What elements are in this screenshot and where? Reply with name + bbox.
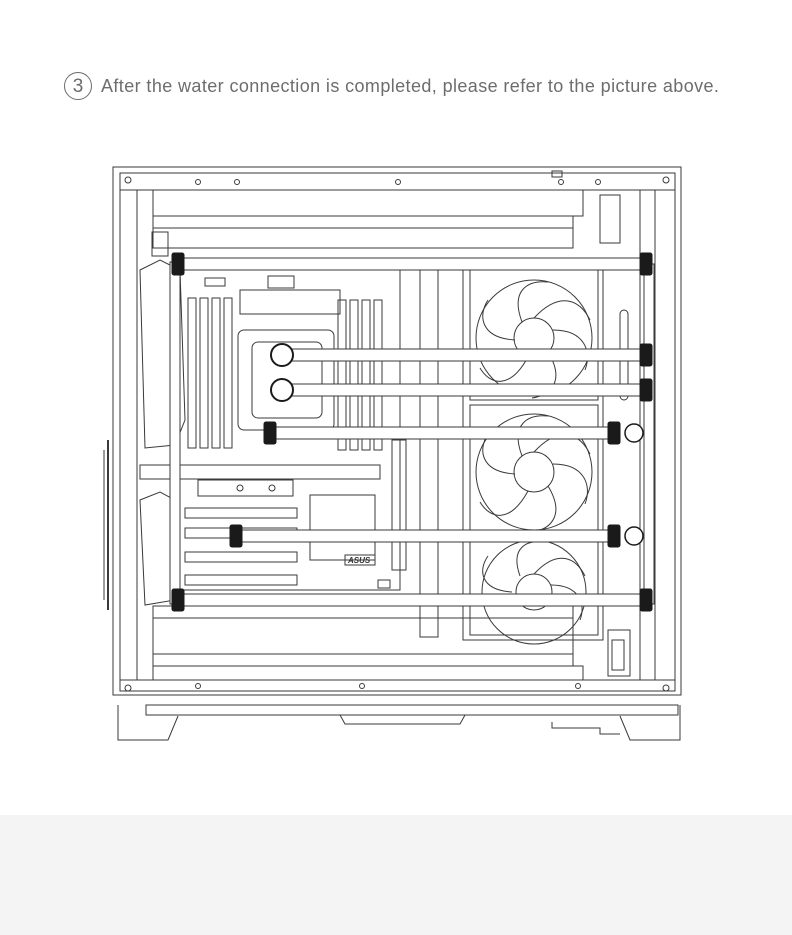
step-instruction: 3 After the water connection is complete…	[64, 70, 719, 102]
top-radiator	[151, 189, 621, 257]
footer-band	[0, 815, 792, 935]
bottom-radiator	[152, 605, 631, 681]
cpu-block-fittings	[270, 343, 294, 402]
step-number-badge: 3	[64, 72, 92, 100]
tube-fittings	[171, 252, 653, 612]
fan-icon	[481, 539, 587, 645]
radiator-fans	[462, 261, 604, 641]
asus-logo: ASUS	[347, 556, 371, 565]
fan-icon	[475, 279, 593, 399]
water-tubes	[169, 257, 655, 607]
case-feet	[117, 704, 681, 741]
step-instruction-text: After the water connection is completed,…	[101, 75, 720, 96]
pc-case-water-cooling-diagram: ASUS	[103, 166, 682, 741]
